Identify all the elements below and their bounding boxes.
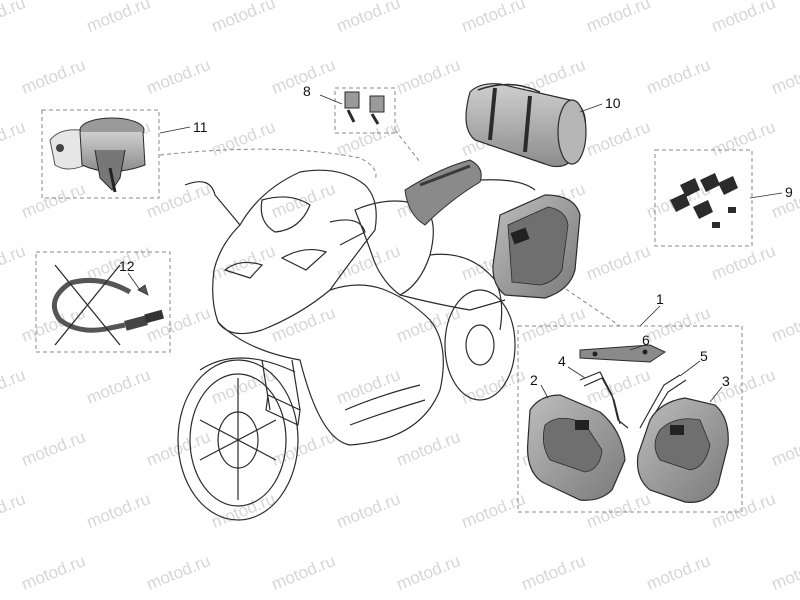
swingarm bbox=[399, 294, 506, 311]
callout-12: 12 bbox=[119, 258, 135, 274]
frame-fastener-kit bbox=[654, 149, 753, 247]
windscreen bbox=[260, 196, 311, 233]
callout-6: 6 bbox=[642, 332, 650, 348]
right-side-case-part bbox=[636, 397, 729, 503]
frame-cable-lock bbox=[35, 251, 171, 353]
callout-11: 11 bbox=[193, 119, 208, 135]
callout-2: 2 bbox=[530, 372, 538, 388]
mounted-side-case bbox=[492, 194, 581, 299]
side-fairing bbox=[217, 284, 444, 446]
cross-out bbox=[54, 264, 121, 346]
callout-8: 8 bbox=[303, 83, 311, 99]
rear-wheel bbox=[444, 289, 516, 401]
callout-3: 3 bbox=[722, 373, 730, 389]
callout-4: 4 bbox=[558, 353, 566, 369]
support-bar-part bbox=[579, 344, 667, 363]
leader-lines bbox=[127, 94, 783, 403]
callout-9: 9 bbox=[785, 184, 793, 200]
frame-tank-bag bbox=[41, 109, 160, 199]
roll-bag-part bbox=[465, 83, 587, 168]
frame-side-case-kit bbox=[517, 325, 743, 513]
front-fork bbox=[261, 359, 301, 411]
group-frames bbox=[35, 87, 753, 513]
motorcycle-outline bbox=[177, 169, 536, 521]
front-mudguard bbox=[199, 357, 296, 373]
tank-bag-part bbox=[49, 117, 146, 193]
brackets-part bbox=[579, 371, 687, 429]
headlight-right bbox=[280, 248, 328, 271]
link-cases bbox=[559, 284, 621, 327]
fastener-kit-part bbox=[670, 173, 738, 228]
front-fairing bbox=[212, 169, 377, 335]
callout-numbers: 11 8 10 9 12 1 6 4 5 2 3 bbox=[119, 83, 793, 389]
callout-5: 5 bbox=[700, 348, 708, 364]
cable-lock-part bbox=[51, 264, 164, 346]
callout-1: 1 bbox=[656, 291, 664, 307]
link-clips bbox=[394, 129, 421, 163]
link-tank-bag bbox=[159, 148, 377, 181]
headlight-left bbox=[223, 261, 264, 279]
frame-fixing-clips bbox=[334, 87, 396, 134]
fixing-clips-part bbox=[344, 91, 385, 125]
callout-10: 10 bbox=[605, 95, 621, 111]
right-mirror bbox=[329, 219, 366, 246]
front-wheel bbox=[177, 359, 299, 521]
mounted-roll-bag bbox=[404, 159, 482, 226]
left-side-case-part bbox=[526, 394, 626, 501]
left-mirror bbox=[184, 181, 241, 226]
